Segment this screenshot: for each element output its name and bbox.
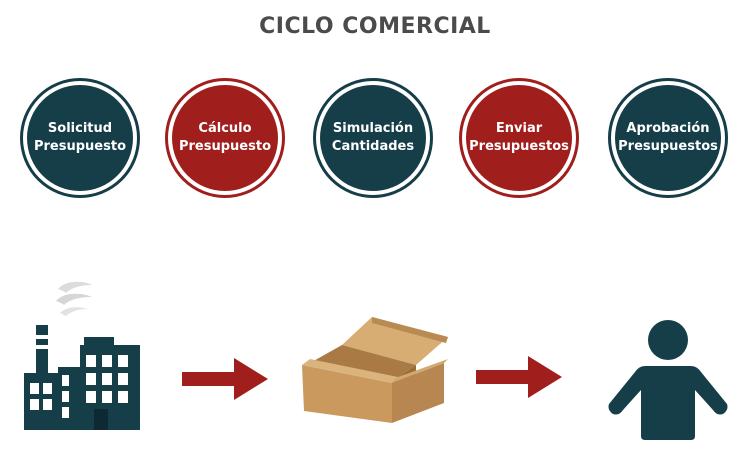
arrow-right-icon — [182, 358, 268, 400]
step-label-line1: Aprobación — [626, 121, 710, 137]
step-simulacion-cantidades: Simulación Cantidades — [313, 78, 433, 198]
step-circle-fill: Aprobación Presupuestos — [615, 85, 721, 191]
step-label-line2: Presupuesto — [33, 139, 126, 154]
step-label-line1: Solicitud — [47, 121, 113, 137]
step-enviar-presupuestos: Enviar Presupuestos — [459, 78, 579, 198]
step-label-line1: Cálculo — [198, 121, 252, 137]
step-circle-fill: Cálculo Presupuesto — [172, 85, 278, 191]
step-label-line2: Presupuesto — [178, 139, 271, 154]
step-label-line1: Enviar — [495, 121, 543, 137]
step-circle-fill: Solicitud Presupuesto — [27, 85, 133, 191]
diagram-title: CICLO COMERCIAL — [259, 14, 491, 39]
step-label-line1: Simulación — [332, 121, 414, 137]
open-cardboard-box-icon — [302, 317, 448, 423]
factory-icon — [24, 281, 140, 430]
step-label-line2: Cantidades — [331, 139, 415, 154]
step-solicitud-presupuesto: Solicitud Presupuesto — [20, 78, 140, 198]
step-label-line2: Presupuestos — [469, 139, 569, 154]
process-steps: Solicitud Presupuesto Cálculo Presupuest… — [0, 0, 750, 200]
step-label-line2: Presupuestos — [618, 139, 718, 154]
step-circle-fill: Simulación Cantidades — [320, 85, 426, 191]
arrow-right-icon — [476, 356, 562, 398]
step-circle-fill: Enviar Presupuestos — [466, 85, 572, 191]
step-calculo-presupuesto: Cálculo Presupuesto — [165, 78, 285, 198]
step-aprobacion-presupuestos: Aprobación Presupuestos — [608, 78, 728, 198]
person-icon — [608, 320, 728, 440]
